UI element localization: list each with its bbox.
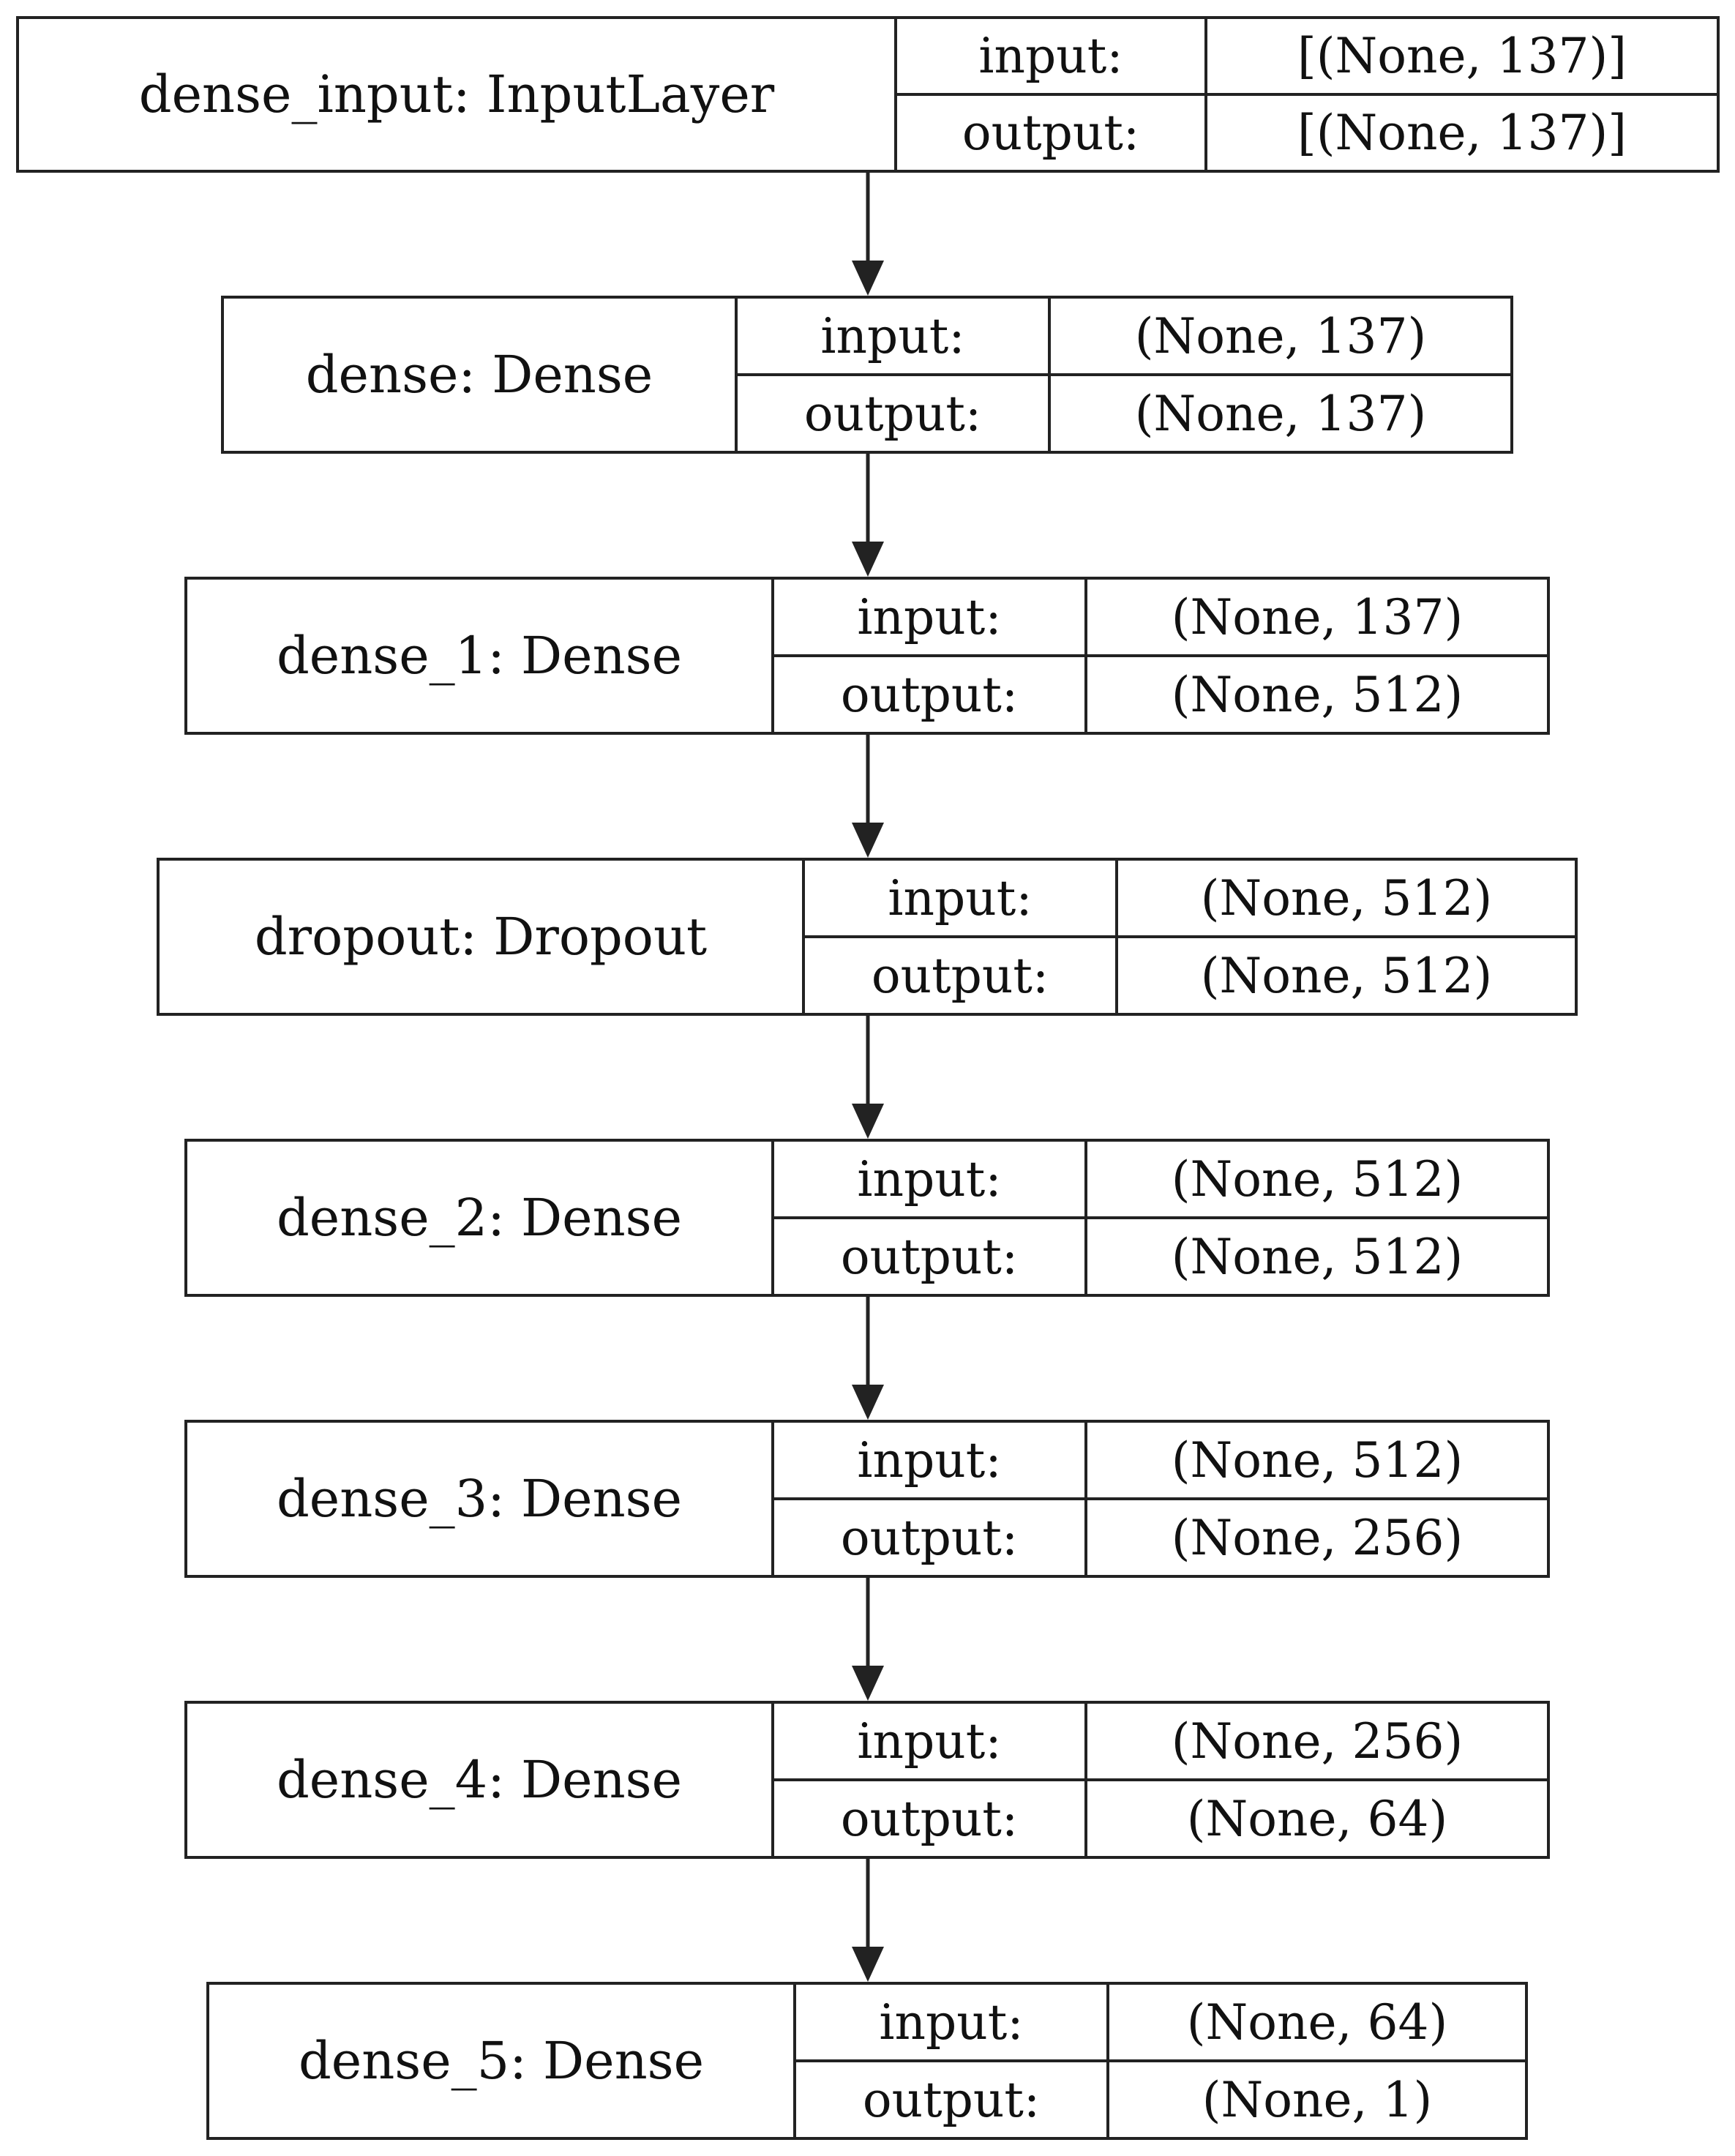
output-shape: (None, 64) — [1186, 1790, 1448, 1847]
layer-name: dense_4: Dense — [187, 1704, 774, 1856]
arrow-down-icon — [852, 823, 884, 858]
input-shape: (None, 137) — [1134, 307, 1427, 364]
input-shape: (None, 512) — [1200, 869, 1493, 927]
output-label: output: — [774, 1500, 1087, 1575]
output-shape: (None, 256) — [1171, 1509, 1464, 1566]
output-row: output: (None, 137) — [738, 373, 1510, 451]
layer-node-dense-1: dense_1: Dense input: (None, 137) output… — [184, 577, 1550, 735]
layer-io-table: input: [(None, 137)] output: [(None, 137… — [897, 19, 1717, 170]
output-row: output: [(None, 137)] — [897, 93, 1717, 170]
input-shape: (None, 512) — [1171, 1431, 1464, 1489]
arrow-down-icon — [852, 1666, 884, 1701]
output-row: output: (None, 1) — [796, 2059, 1525, 2137]
arrow-down-icon — [852, 1947, 884, 1982]
layer-name: dense_5: Dense — [209, 1985, 796, 2137]
arrow-down-icon — [852, 542, 884, 577]
output-label: output: — [805, 938, 1118, 1013]
layer-io-table: input: (None, 64) output: (None, 1) — [796, 1985, 1525, 2137]
input-label: input: — [774, 1704, 1087, 1778]
layer-node-dense-input: dense_input: InputLayer input: [(None, 1… — [16, 16, 1720, 173]
output-shape: (None, 512) — [1171, 666, 1464, 723]
input-row: input: (None, 512) — [774, 1423, 1547, 1497]
output-shape: [(None, 137)] — [1297, 105, 1627, 161]
layer-io-table: input: (None, 512) output: (None, 512) — [805, 861, 1575, 1013]
layer-node-dense: dense: Dense input: (None, 137) output: … — [221, 296, 1513, 454]
edge-1 — [852, 454, 884, 577]
input-label: input: — [897, 19, 1207, 93]
input-row: input: (None, 64) — [796, 1985, 1525, 2059]
input-label: input: — [738, 299, 1051, 373]
layer-io-table: input: (None, 137) output: (None, 137) — [738, 299, 1510, 451]
input-row: input: [(None, 137)] — [897, 19, 1717, 93]
arrow-down-icon — [852, 261, 884, 296]
input-label: input: — [774, 580, 1087, 654]
arrow-down-icon — [852, 1385, 884, 1420]
layer-node-dropout: dropout: Dropout input: (None, 512) outp… — [157, 858, 1578, 1016]
input-shape: (None, 256) — [1171, 1713, 1464, 1770]
edge-4 — [852, 1297, 884, 1420]
output-shape: (None, 512) — [1200, 947, 1493, 1004]
input-shape: (None, 64) — [1186, 1994, 1448, 2051]
output-row: output: (None, 256) — [774, 1497, 1547, 1575]
edge-5 — [852, 1578, 884, 1701]
layer-name: dense_input: InputLayer — [19, 19, 897, 170]
arrow-down-icon — [852, 1104, 884, 1139]
output-shape: (None, 1) — [1202, 2071, 1433, 2128]
input-row: input: (None, 512) — [774, 1142, 1547, 1216]
layer-name: dense_3: Dense — [187, 1423, 774, 1575]
layer-name: dropout: Dropout — [160, 861, 805, 1013]
layer-io-table: input: (None, 512) output: (None, 256) — [774, 1423, 1547, 1575]
layer-name: dense_1: Dense — [187, 580, 774, 732]
input-row: input: (None, 512) — [805, 861, 1575, 935]
layer-io-table: input: (None, 256) output: (None, 64) — [774, 1704, 1547, 1856]
layer-io-table: input: (None, 137) output: (None, 512) — [774, 580, 1547, 732]
input-label: input: — [774, 1142, 1087, 1216]
input-row: input: (None, 137) — [738, 299, 1510, 373]
output-row: output: (None, 512) — [774, 1216, 1547, 1294]
layer-node-dense-4: dense_4: Dense input: (None, 256) output… — [184, 1701, 1550, 1859]
input-row: input: (None, 256) — [774, 1704, 1547, 1778]
output-shape: (None, 137) — [1134, 385, 1427, 442]
output-label: output: — [774, 1781, 1087, 1856]
output-label: output: — [738, 376, 1051, 451]
output-label: output: — [774, 657, 1087, 732]
input-label: input: — [796, 1985, 1109, 2059]
layer-io-table: input: (None, 512) output: (None, 512) — [774, 1142, 1547, 1294]
input-row: input: (None, 137) — [774, 580, 1547, 654]
edge-6 — [852, 1859, 884, 1982]
layer-name: dense_2: Dense — [187, 1142, 774, 1294]
edge-2 — [852, 735, 884, 858]
layer-node-dense-2: dense_2: Dense input: (None, 512) output… — [184, 1139, 1550, 1297]
edge-3 — [852, 1016, 884, 1139]
edge-0 — [852, 173, 884, 296]
layer-node-dense-3: dense_3: Dense input: (None, 512) output… — [184, 1420, 1550, 1578]
output-label: output: — [796, 2062, 1109, 2137]
layer-name: dense: Dense — [224, 299, 738, 451]
output-shape: (None, 512) — [1171, 1228, 1464, 1285]
input-shape: [(None, 137)] — [1297, 28, 1627, 84]
layer-node-dense-5: dense_5: Dense input: (None, 64) output:… — [206, 1982, 1528, 2140]
input-shape: (None, 137) — [1171, 588, 1464, 645]
output-row: output: (None, 512) — [774, 654, 1547, 732]
output-label: output: — [897, 96, 1207, 170]
output-label: output: — [774, 1219, 1087, 1294]
output-row: output: (None, 64) — [774, 1778, 1547, 1856]
input-shape: (None, 512) — [1171, 1150, 1464, 1208]
output-row: output: (None, 512) — [805, 935, 1575, 1013]
input-label: input: — [805, 861, 1118, 935]
input-label: input: — [774, 1423, 1087, 1497]
